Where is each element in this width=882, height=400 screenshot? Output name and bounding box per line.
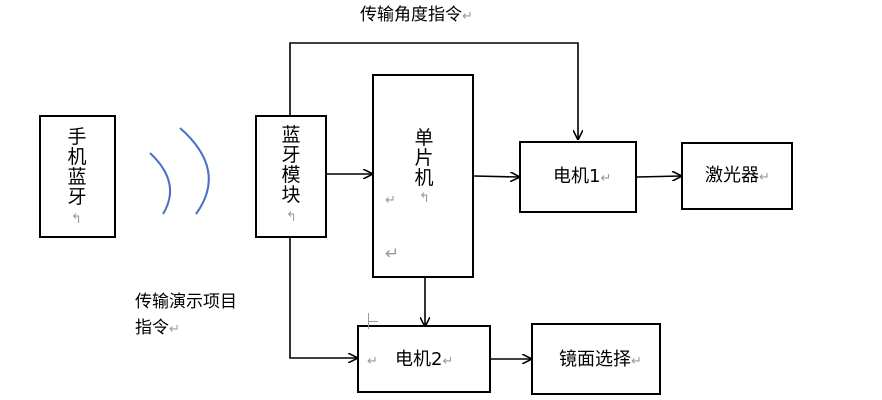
phone-bluetooth-text: 手机蓝牙 [67, 126, 87, 208]
return-mark-icon: ↵ [367, 354, 378, 369]
arrow-mcu-to-motor1 [473, 176, 519, 177]
arrow-bt-to-motor1-top-route [289, 42, 578, 139]
block-mirror-selection: 镜面选择↵ [531, 323, 661, 395]
return-mark-icon: ↵ [385, 244, 400, 264]
label-transmit-demo-line2: 指令↵ [135, 318, 180, 338]
signal-arc-inner-icon [149, 152, 171, 215]
block-motor2: ↵ 电机2↵ [357, 325, 491, 393]
block-motor1: 电机1↵ [519, 141, 637, 213]
mirror-selection-text: 镜面选择↵ [559, 349, 642, 370]
block-mcu: 单片机 ↰ ↵ ↵ [372, 74, 474, 278]
anchor-mark-icon: ↰ [71, 212, 82, 227]
signal-arc-outer-icon [179, 127, 210, 215]
motor1-text: 电机1↵ [553, 166, 612, 187]
arrow-bt-to-motor2-bottom-route [289, 237, 357, 358]
arrow-motor1-to-laser [636, 176, 681, 177]
block-laser: 激光器↵ [681, 142, 793, 210]
anchor-mark-icon: ↰ [286, 210, 297, 225]
laser-text: 激光器↵ [705, 165, 770, 186]
block-bluetooth-module: 蓝牙模块 ↰ [255, 115, 327, 238]
label-transmit-angle: 传输角度指令↵ [360, 5, 473, 25]
return-mark-icon: ↵ [385, 193, 396, 208]
block-phone-bluetooth: 手机蓝牙 ↰ [39, 115, 116, 238]
label-transmit-demo-line1: 传输演示项目 [135, 292, 237, 312]
anchor-mark-icon: ↰ [419, 191, 430, 206]
bluetooth-module-text: 蓝牙模块 [281, 124, 301, 206]
mcu-text: 单片机 [414, 127, 434, 189]
text-cursor-tick [368, 321, 378, 322]
motor2-text: 电机2↵ [395, 349, 454, 370]
